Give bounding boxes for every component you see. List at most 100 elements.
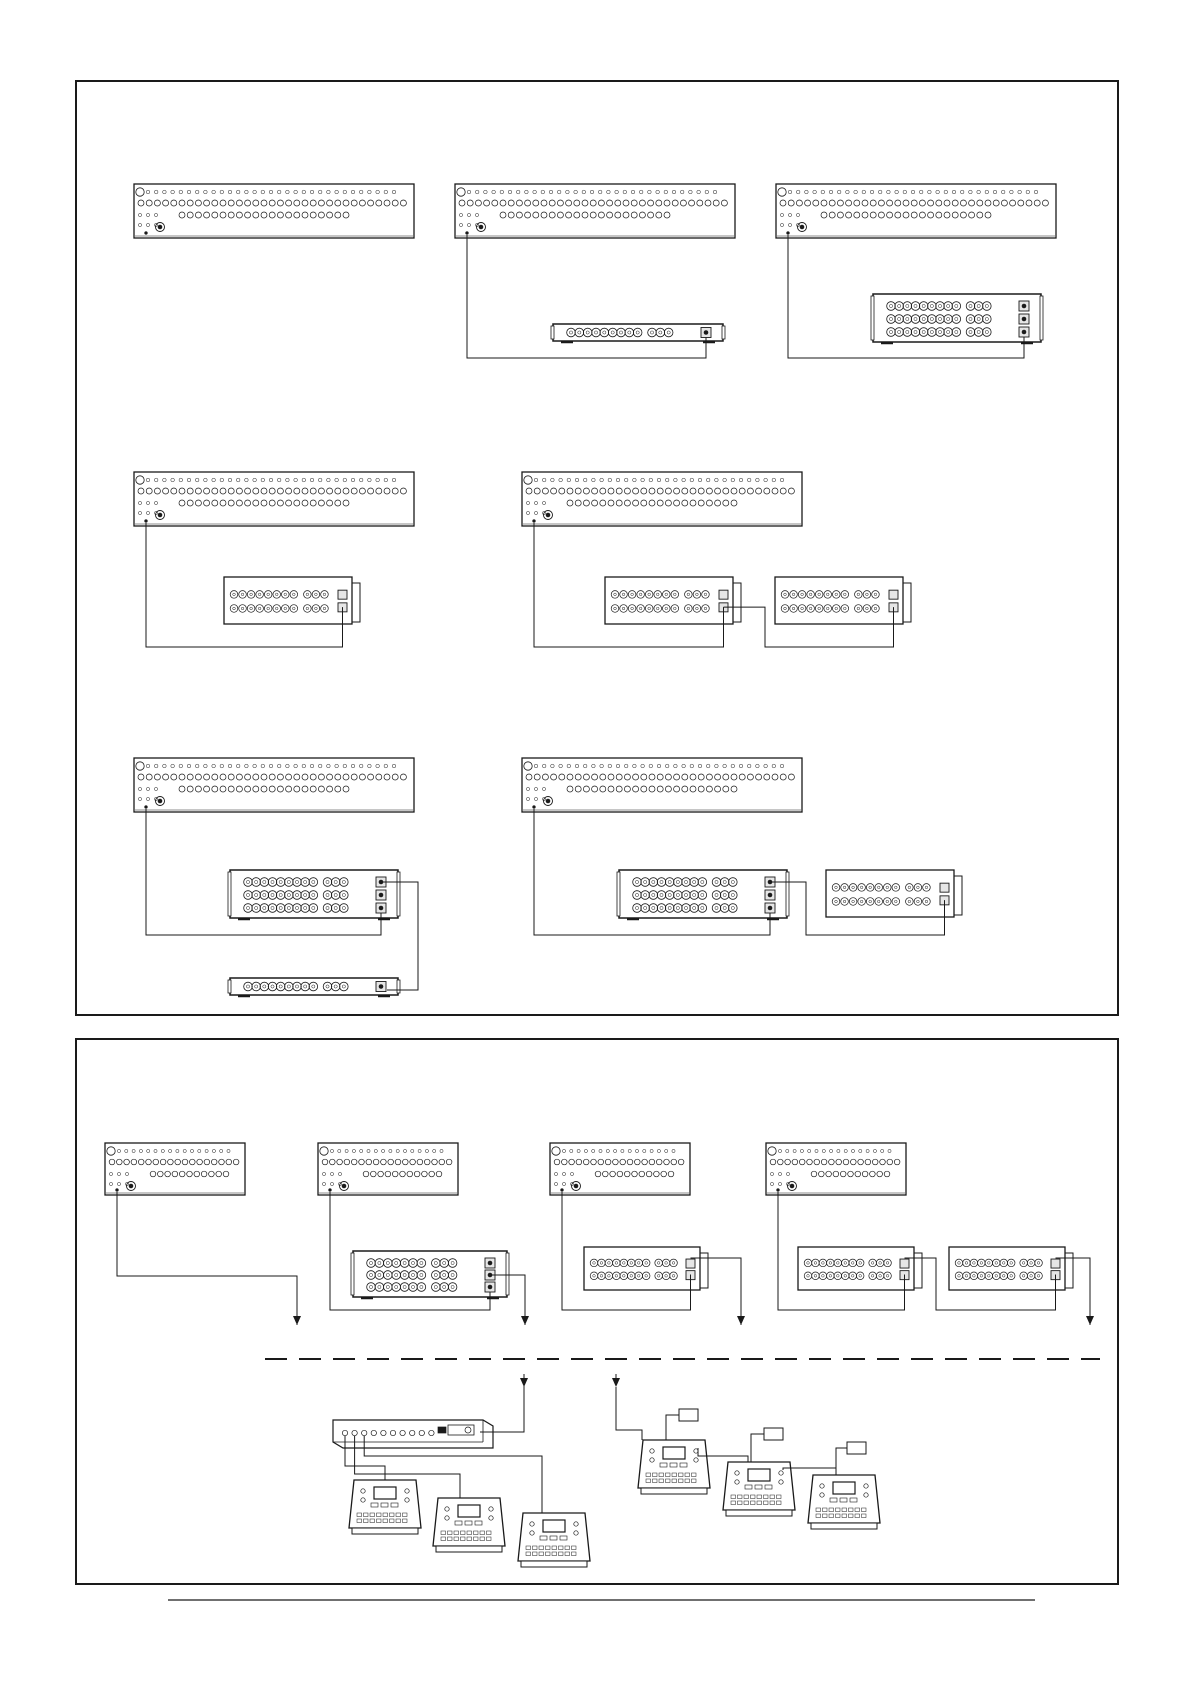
remote-station-2-key xyxy=(731,1501,736,1505)
console-b2-body xyxy=(522,472,802,526)
remote-antenna-cable-1 xyxy=(666,1415,679,1440)
desktop-unit-c2-side-bracket xyxy=(954,876,962,915)
wired-station-1-softkey xyxy=(391,1503,398,1507)
desktop-unit-c2-output-port xyxy=(940,883,949,892)
wired-station-2-key xyxy=(487,1531,492,1535)
wired-station-1-key xyxy=(396,1519,401,1523)
network-console-2-body xyxy=(318,1143,458,1195)
network-desktop-unit-4a xyxy=(798,1247,922,1290)
single-row-rack-a2 xyxy=(551,324,725,342)
remote-station-2-softkey xyxy=(755,1485,762,1489)
remote-station-2 xyxy=(723,1462,795,1516)
network-cable-4-out-arrowhead xyxy=(1086,1316,1094,1325)
network-hub xyxy=(333,1420,493,1448)
network-console-3-body xyxy=(550,1143,690,1195)
remote-station-3-softkey xyxy=(850,1498,857,1502)
console-c2-output-terminal xyxy=(533,806,536,809)
wired-station-1-key xyxy=(383,1519,388,1523)
wired-station-3-key xyxy=(533,1552,538,1556)
remote-station-2-key xyxy=(738,1495,743,1499)
network-three-row-rack xyxy=(351,1251,509,1298)
network-desktop-unit-3-output-port xyxy=(686,1259,695,1268)
network-desktop-unit-4b-body xyxy=(949,1247,1065,1290)
remote-cable-1 xyxy=(616,1387,642,1440)
remote-station-1-screen xyxy=(663,1447,685,1459)
single-row-rack-a2-left-ear xyxy=(551,326,554,339)
three-row-rack-c2 xyxy=(617,870,789,919)
network-hub-display xyxy=(448,1425,474,1435)
remote-station-2-key xyxy=(738,1501,743,1505)
remote-station-1-key xyxy=(659,1479,664,1483)
wired-station-3-key xyxy=(559,1552,564,1556)
remote-station-2-key xyxy=(751,1495,756,1499)
three-row-rack-a3-output-port-pin xyxy=(1022,330,1026,334)
wired-station-1-key xyxy=(390,1519,395,1523)
wired-station-2-base xyxy=(436,1546,502,1552)
desktop-unit-c2-body xyxy=(826,870,954,917)
remote-station-3-key xyxy=(816,1514,821,1518)
remote-station-3-key xyxy=(836,1514,841,1518)
wired-station-2 xyxy=(433,1498,505,1552)
remote-station-1-softkey xyxy=(670,1463,677,1467)
single-row-rack-a2-right-ear xyxy=(722,326,725,339)
network-cable-1 xyxy=(117,1192,297,1325)
console-a2-output-terminal xyxy=(466,232,469,235)
wired-station-2-key xyxy=(441,1531,446,1535)
console-c1-output-terminal xyxy=(145,806,148,809)
wired-station-3-key xyxy=(572,1546,577,1550)
wired-station-3 xyxy=(518,1513,590,1567)
remote-station-3-key xyxy=(829,1514,834,1518)
desktop-unit-b2-first xyxy=(605,577,741,624)
desktop-unit-b2-second-body xyxy=(775,577,903,624)
remote-arrowhead xyxy=(612,1378,620,1387)
network-three-row-rack-left-ear xyxy=(351,1253,354,1295)
console-c1-expansion-port-pin xyxy=(158,799,162,803)
desktop-unit-b1-output-port xyxy=(338,590,347,599)
single-row-rack-c1-output-port-pin xyxy=(379,985,383,989)
remote-station-2-key xyxy=(764,1501,769,1505)
three-row-rack-c2-right-ear xyxy=(786,872,789,916)
desktop-unit-b2-second-output-port xyxy=(889,590,898,599)
remote-station-2-softkey xyxy=(765,1485,772,1489)
remote-station-1-key xyxy=(679,1479,684,1483)
antenna-module-1-body xyxy=(679,1409,698,1421)
remote-antenna-cable-2 xyxy=(751,1434,764,1462)
wired-station-2-key xyxy=(441,1537,446,1541)
single-row-rack-c1-right-ear xyxy=(397,980,400,993)
single-row-rack-a2-body xyxy=(553,324,723,341)
wired-station-3-key xyxy=(552,1552,557,1556)
network-console-2 xyxy=(318,1143,458,1195)
remote-station-3-key xyxy=(823,1514,828,1518)
remote-station-3-key xyxy=(849,1514,854,1518)
network-three-row-rack-output-port-pin xyxy=(488,1261,492,1265)
three-row-rack-c1-output-port-pin xyxy=(379,893,383,897)
desktop-unit-b1-side-bracket xyxy=(352,583,360,622)
remote-station-1-key xyxy=(685,1473,690,1477)
console-b1 xyxy=(134,472,414,526)
remote-station-2-key xyxy=(744,1495,749,1499)
remote-station-1-key xyxy=(659,1473,664,1477)
console-b2-expansion-port-pin xyxy=(546,513,550,517)
desktop-unit-b2-first-side-bracket xyxy=(733,583,741,622)
wired-station-3-key xyxy=(526,1546,531,1550)
three-row-rack-a3 xyxy=(871,294,1043,343)
console-a2-expansion-port-pin xyxy=(479,225,483,229)
remote-station-1-key xyxy=(672,1473,677,1477)
wired-station-2-key xyxy=(480,1531,485,1535)
wired-station-1-softkey xyxy=(371,1503,378,1507)
network-desktop-unit-3 xyxy=(584,1247,708,1290)
wired-station-2-softkey xyxy=(465,1521,472,1525)
remote-station-2-key xyxy=(777,1495,782,1499)
wired-station-2-key xyxy=(461,1531,466,1535)
network-console-1-body xyxy=(105,1143,245,1195)
wired-station-1-key xyxy=(377,1513,382,1517)
remote-station-1-key xyxy=(666,1473,671,1477)
wired-station-1 xyxy=(349,1480,421,1534)
antenna-module-3 xyxy=(847,1442,866,1454)
network-console-4 xyxy=(766,1143,906,1195)
wired-station-2-key xyxy=(454,1537,459,1541)
wired-station-3-key xyxy=(539,1552,544,1556)
remote-station-2-key xyxy=(764,1495,769,1499)
wired-station-3-softkey xyxy=(540,1536,547,1540)
wired-station-2-softkey xyxy=(455,1521,462,1525)
